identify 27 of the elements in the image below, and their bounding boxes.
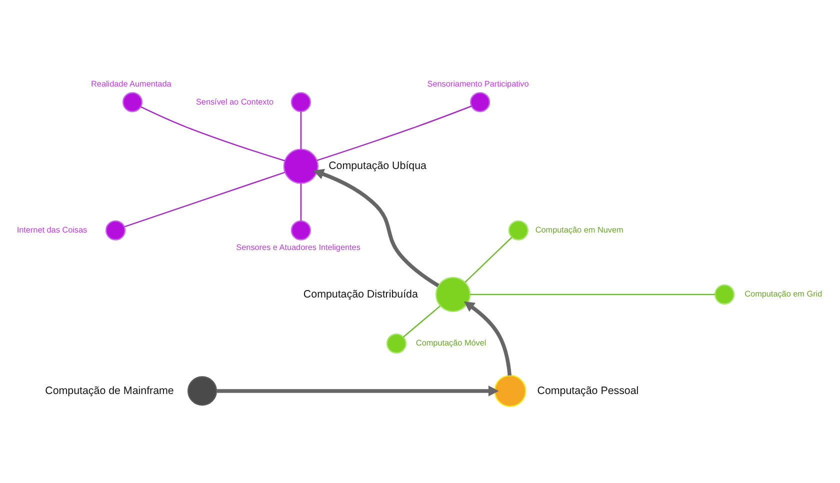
- arrow: [312, 168, 439, 287]
- node-label: Computação Ubíqua: [328, 160, 426, 172]
- node-circle: [104, 220, 126, 240]
- node-circle: [290, 220, 310, 240]
- arrow: [216, 385, 498, 396]
- node-circle: [508, 220, 528, 240]
- node-circle: [386, 332, 406, 354]
- connector: [140, 106, 285, 161]
- node-label: Computação de Mainframe: [44, 384, 174, 396]
- node-circle: [187, 376, 217, 406]
- node-circle: [714, 284, 734, 304]
- connector: [300, 182, 302, 220]
- node-label: Computação Distribuída: [302, 288, 418, 300]
- node-circle: [122, 92, 142, 112]
- connector: [470, 293, 715, 295]
- connector: [300, 111, 302, 149]
- node-circle: [282, 148, 318, 184]
- connector: [316, 105, 472, 161]
- node-circle: [494, 374, 526, 406]
- arrow: [463, 300, 512, 376]
- node-circle: [290, 92, 310, 112]
- connector: [124, 171, 285, 227]
- connector: [402, 304, 440, 337]
- node-circle: [434, 276, 470, 312]
- node-label: Computação Pessoal: [536, 384, 638, 396]
- connector: [464, 236, 512, 282]
- node-circle: [470, 92, 490, 112]
